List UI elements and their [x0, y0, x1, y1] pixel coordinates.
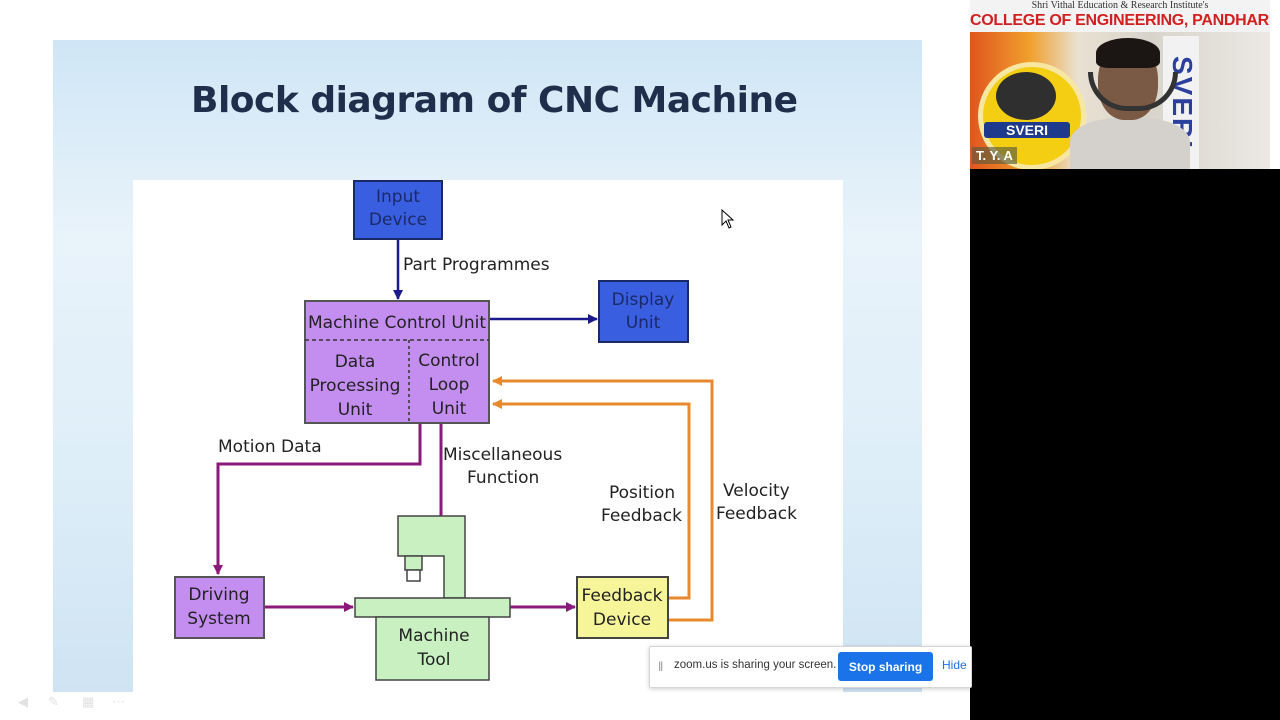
input-device-box: Input Device — [353, 180, 443, 240]
cnc-block-diagram: Input Device Display Unit Machine Contro… — [174, 180, 797, 681]
sveri-logo-text: SVERI — [984, 122, 1070, 138]
spindle-head — [404, 555, 423, 571]
control-loop-line3: Unit — [432, 399, 467, 419]
pen-icon[interactable]: ✎ — [48, 694, 59, 709]
misc-function-line1: Miscellaneous — [443, 445, 562, 465]
black-background-panel — [970, 169, 1280, 720]
arrow-motion-data — [213, 424, 422, 575]
machine-control-unit-box: Machine Control Unit Data Processing Uni… — [304, 300, 490, 424]
data-processing-line2: Processing — [310, 376, 401, 396]
machine-tool-drawing: Machine Tool — [354, 515, 511, 681]
mcu-header-label: Machine Control Unit — [308, 313, 486, 333]
driving-system-line2: System — [187, 609, 250, 629]
velocity-feedback-line1: Velocity — [723, 481, 790, 501]
webcam-video-panel[interactable]: Shri Vithal Education & Research Institu… — [970, 0, 1270, 169]
slide-toolbar[interactable]: ◀ ✎ ▦ ⋯ — [18, 694, 138, 712]
hide-button[interactable]: Hide — [942, 658, 967, 672]
feedback-device-line2: Device — [593, 610, 651, 630]
slide-title: Block diagram of CNC Machine — [191, 80, 798, 121]
presenter-body — [1070, 118, 1190, 169]
participant-name-label: T. Y. A — [972, 147, 1017, 164]
college-subtitle: Shri Vithal Education & Research Institu… — [1031, 0, 1209, 11]
back-arrow-icon[interactable]: ◀ — [18, 694, 28, 709]
data-processing-line1: Data — [335, 352, 376, 372]
cutting-tool — [406, 569, 421, 582]
input-device-line1: Input — [376, 187, 420, 207]
sveri-logo-emblem — [996, 72, 1056, 120]
machine-tool-line2: Tool — [416, 650, 450, 670]
display-unit-box: Display Unit — [598, 280, 689, 343]
misc-function-line2: Function — [467, 468, 539, 488]
sharing-message: zoom.us is sharing your screen. — [674, 659, 837, 671]
velocity-feedback-line2: Feedback — [716, 504, 797, 524]
control-loop-line1: Control — [418, 351, 479, 371]
display-unit-line1: Display — [612, 290, 675, 310]
mouse-cursor-icon — [721, 209, 735, 229]
machine-tool-line1: Machine — [398, 626, 469, 646]
screen-share-bar: ‖ zoom.us is sharing your screen. Stop s… — [649, 646, 972, 688]
motion-data-label: Motion Data — [218, 437, 322, 457]
position-feedback-line1: Position — [609, 483, 675, 503]
arrow-position-feedback — [492, 399, 691, 600]
stop-sharing-button[interactable]: Stop sharing — [838, 652, 933, 681]
control-loop-line2: Loop — [429, 375, 470, 395]
display-unit-line2: Unit — [626, 313, 661, 333]
feedback-device-box: Feedback Device — [576, 576, 669, 639]
machine-table — [354, 597, 511, 618]
college-name: COLLEGE OF ENGINEERING, PANDHARPUR — [970, 12, 1270, 29]
driving-system-line1: Driving — [188, 585, 249, 605]
position-feedback-line2: Feedback — [601, 506, 682, 526]
drag-handle-icon[interactable]: ‖ — [658, 659, 664, 674]
slides-icon[interactable]: ▦ — [82, 694, 95, 709]
data-processing-line3: Unit — [338, 400, 373, 420]
part-programmes-label: Part Programmes — [403, 255, 550, 275]
feedback-device-line1: Feedback — [582, 586, 663, 606]
arrow-velocity-feedback — [492, 376, 714, 622]
presenter-hair — [1096, 38, 1160, 68]
input-device-line2: Device — [369, 210, 427, 230]
driving-system-box: Driving System — [174, 576, 265, 639]
more-icon[interactable]: ⋯ — [112, 694, 125, 709]
machine-base — [375, 616, 490, 681]
